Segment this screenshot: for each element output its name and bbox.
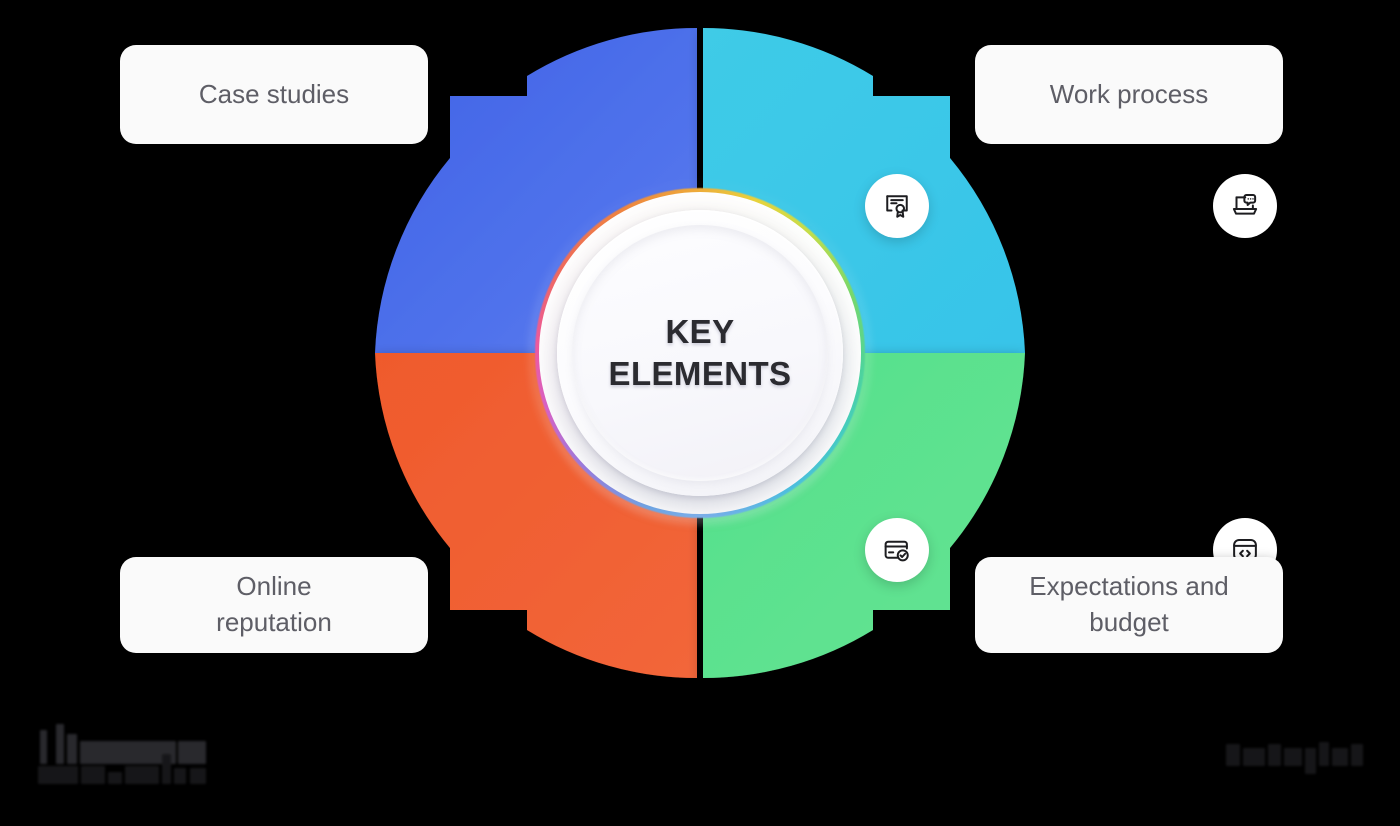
card-check-icon (882, 535, 912, 565)
label-card-case-studies[interactable]: Case studies (120, 45, 428, 144)
label-card-work-process[interactable]: Work process (975, 45, 1283, 144)
disc-inner-face: KEY ELEMENTS (572, 225, 828, 481)
label-text-work-process: Work process (1049, 78, 1209, 109)
icon-badge-work-process[interactable] (1213, 174, 1277, 238)
key-elements-wheel: KEY ELEMENTS (375, 28, 1277, 678)
label-text-case-studies: Case studies (198, 78, 350, 109)
watermark-left (36, 724, 206, 786)
label-card-expectations-and-budget[interactable]: Expectations and budget (975, 557, 1283, 653)
center-disc: KEY ELEMENTS (529, 182, 871, 524)
label-text-online-reputation: Online reputation (216, 571, 332, 637)
certificate-icon (882, 191, 912, 221)
center-title: KEY ELEMENTS (608, 312, 792, 392)
icon-badge-case-studies[interactable] (865, 174, 929, 238)
label-text-expectations-and-budget: Expectations and budget (1029, 571, 1229, 637)
label-card-online-reputation[interactable]: Online reputation (120, 557, 428, 653)
watermark-right (1226, 740, 1366, 774)
laptop-chat-icon (1230, 191, 1260, 221)
icon-badge-online-reputation[interactable] (865, 518, 929, 582)
